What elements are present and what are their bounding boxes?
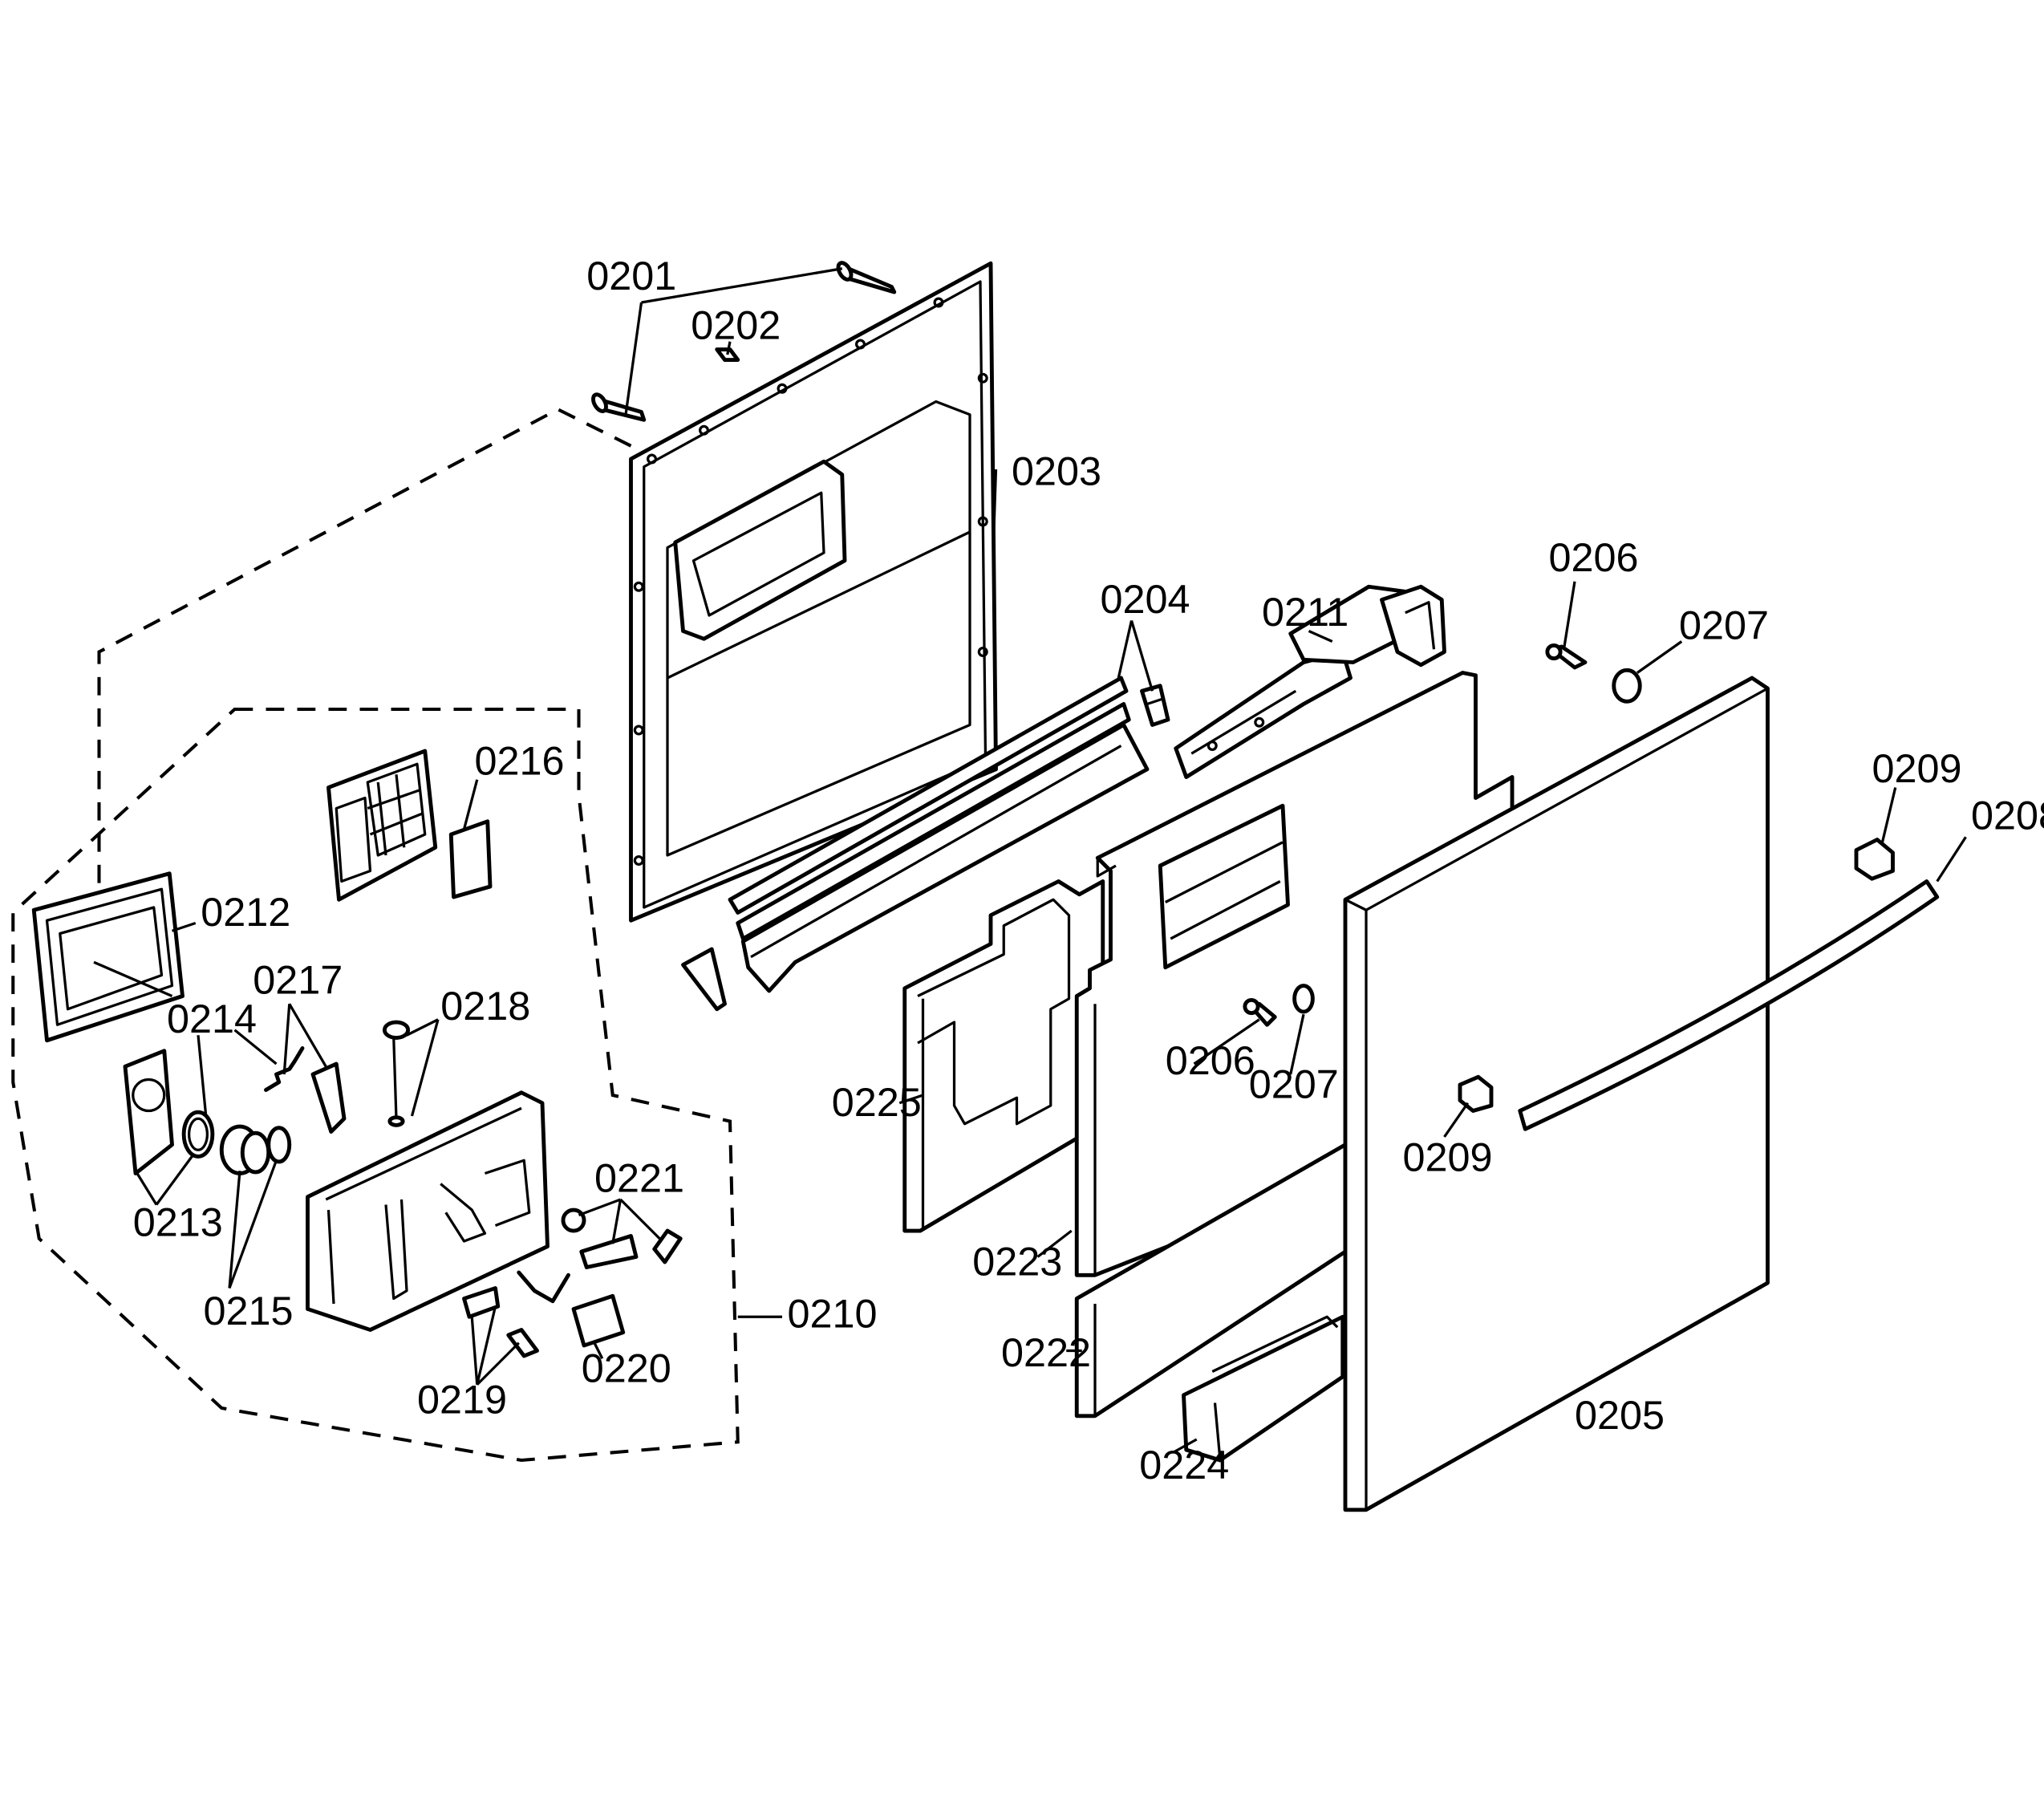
wire-lever-icon — [517, 1270, 570, 1304]
washer-icon-right — [1612, 668, 1642, 704]
spring-icon — [264, 1046, 305, 1092]
label-0219: 0219 — [417, 1377, 507, 1423]
dispenser-cap — [123, 1049, 174, 1175]
rinse-aid-cover — [326, 749, 438, 902]
dispenser-assembly-outline — [11, 707, 740, 1463]
label-0208: 0208 — [1971, 793, 2044, 838]
label-0207-mid: 0207 — [1249, 1061, 1339, 1106]
insulation-pad — [902, 879, 1105, 1233]
seal-ring-inner — [188, 1117, 209, 1151]
latch-part-icon — [462, 1286, 501, 1319]
plunger-icon — [382, 1020, 411, 1127]
dashed-outlines — [11, 407, 740, 1463]
dispenser-housing — [306, 1090, 550, 1332]
leader-lines — [93, 267, 1967, 1454]
link-outline-0212 — [97, 407, 632, 900]
switch-block-icon — [571, 1293, 626, 1348]
screw-icon-left — [591, 392, 647, 422]
label-0209-top: 0209 — [1872, 745, 1962, 791]
label-0212: 0212 — [201, 889, 290, 935]
label-0210: 0210 — [788, 1290, 878, 1336]
dispenser-seal-frame — [31, 871, 185, 1043]
part-labels: 0201 0202 0203 0204 0211 0206 0207 0209 … — [133, 253, 2044, 1488]
label-0216: 0216 — [475, 737, 565, 783]
door-handle — [1518, 879, 1940, 1131]
label-0220: 0220 — [582, 1346, 671, 1391]
label-0223: 0223 — [972, 1238, 1062, 1284]
label-0202: 0202 — [691, 302, 781, 348]
label-0209-bottom: 0209 — [1403, 1134, 1493, 1179]
coil-spring-icon — [652, 1228, 683, 1264]
label-0218: 0218 — [440, 983, 530, 1029]
label-0222: 0222 — [1001, 1329, 1091, 1375]
label-0206-top: 0206 — [1549, 534, 1639, 580]
kick-plate — [1182, 1314, 1345, 1463]
label-0215: 0215 — [204, 1288, 294, 1333]
label-0211: 0211 — [1262, 589, 1348, 635]
handle-cap-icon-right — [1854, 838, 1895, 881]
o-ring-icon — [266, 1126, 292, 1164]
handle-cap-icon-left — [1458, 1074, 1494, 1113]
label-0213: 0213 — [133, 1199, 223, 1245]
cap-plug — [219, 1124, 271, 1175]
label-0203: 0203 — [1012, 448, 1101, 494]
gasket-icon — [448, 819, 493, 899]
label-0207-top: 0207 — [1679, 602, 1769, 647]
label-0206-mid: 0206 — [1166, 1037, 1255, 1083]
label-0205: 0205 — [1575, 1392, 1665, 1438]
label-0217: 0217 — [253, 956, 343, 1002]
pin-icon — [579, 1234, 639, 1269]
label-0221: 0221 — [594, 1155, 684, 1200]
bottom-trim-strip — [681, 676, 1170, 1012]
lever-icon — [310, 1061, 347, 1134]
label-0224: 0224 — [1139, 1442, 1229, 1488]
label-0204: 0204 — [1101, 576, 1190, 622]
screw-icon-top — [836, 261, 897, 294]
screw-icon-right — [1545, 643, 1588, 670]
label-0201: 0201 — [586, 253, 676, 298]
label-0214: 0214 — [167, 996, 257, 1041]
bottom-panel — [1074, 1143, 1348, 1419]
door-latch-assembly — [1174, 584, 1446, 779]
small-spring-icon — [506, 1328, 539, 1358]
washer-icon — [1292, 984, 1315, 1014]
label-0225: 0225 — [832, 1079, 922, 1125]
